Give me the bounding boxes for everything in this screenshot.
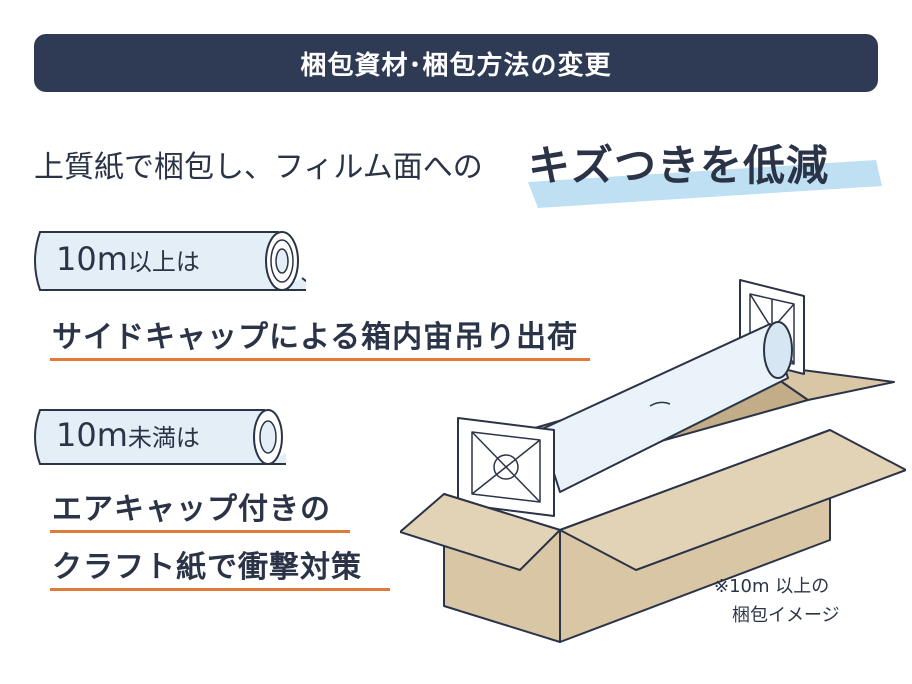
roll-condition: 以上は [127,248,200,276]
illustration-note: ※10m 以上の 梱包イメージ [714,572,840,630]
film-roll-icon [34,231,306,291]
roll-label-10m-over: 10m以上は [26,226,306,296]
accent-underline [50,358,590,361]
headline-lead: 上質紙で梱包し、フィルム面への [34,150,483,185]
headline-emphasis: キズつきを低減 [528,141,830,190]
roll-length: 10m [56,416,128,454]
roll-length: 10m [56,240,128,278]
roll-condition: 未満は [127,424,200,452]
method-text: サイドキャップによる箱内宙吊り出荷 [52,320,579,355]
headline: 上質紙で梱包し、フィルム面への キズつきを低減 [34,120,894,210]
page-title: 梱包資材･梱包方法の変更 [300,50,612,81]
film-roll-icon [34,409,286,465]
roll-label-10m-under: 10m未満は [26,404,286,470]
accent-underline [50,588,390,591]
highlight-stripe [528,160,882,208]
page-title-banner: 梱包資材･梱包方法の変更 [34,34,878,92]
note-line-2: 梱包イメージ [732,605,840,626]
cardboard-box-illustration [400,279,906,643]
method-text: エアキャップ付きの [52,492,331,527]
accent-underline [50,530,350,533]
note-line-1: ※10m 以上の [714,576,830,597]
method-text: クラフト紙で衝撃対策 [52,550,362,585]
